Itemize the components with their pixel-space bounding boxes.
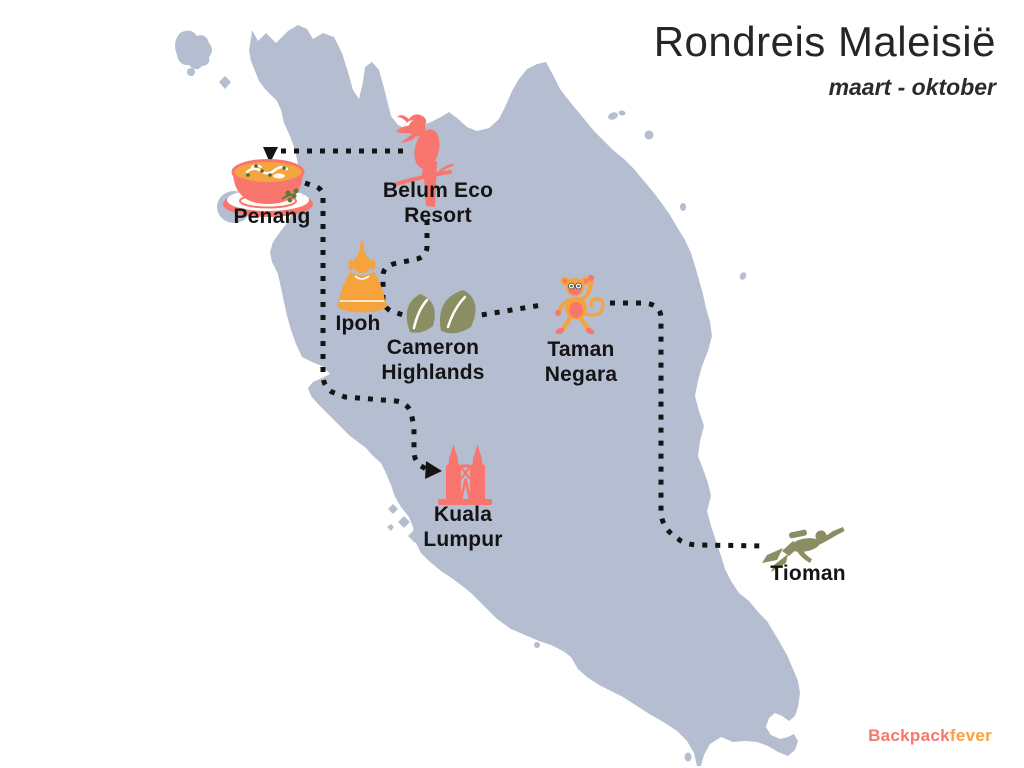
page-subtitle: maart - oktober: [828, 74, 996, 100]
label-cameron-highlands: Cameron Highlands: [381, 336, 485, 384]
monkey-icon: [555, 274, 605, 335]
title-block: Rondreis Maleisië maart - oktober: [654, 18, 996, 101]
label-belum-eco-resort: Belum Eco Resort: [382, 179, 494, 227]
label-kuala-lumpur: Kuala Lumpur: [423, 503, 503, 551]
arrow-to-penang: [263, 147, 278, 163]
buddha-icon: [337, 240, 387, 313]
herb-flakes: [246, 164, 286, 177]
label-ipoh: Ipoh: [335, 312, 381, 335]
brand-part2: fever: [949, 726, 992, 745]
brand-watermark: Backpackfever: [868, 726, 992, 746]
islet-south-tip: [684, 752, 692, 762]
route-arrows: [263, 147, 442, 479]
islet-south-west: [534, 642, 540, 648]
page-title: Rondreis Maleisië: [653, 18, 996, 65]
brand-part1: Backpack: [868, 726, 950, 745]
label-penang: Penang: [233, 205, 311, 228]
langkawi-islands: [175, 30, 231, 89]
route-taman-to-tioman: [610, 300, 767, 549]
laksa-bowl-icon: [223, 159, 313, 217]
route-penang-to-kl: [304, 180, 428, 472]
label-tioman: Tioman: [770, 562, 846, 585]
arrow-to-kl: [425, 461, 442, 479]
landmass-group: [175, 25, 800, 766]
hornbill-icon: [394, 114, 454, 207]
scuba-diver-icon: [762, 527, 845, 572]
cilantro-sprig: [281, 188, 299, 203]
east-coast-islets: [608, 110, 747, 280]
petronas-towers-icon: [438, 444, 492, 505]
route-group: [272, 148, 767, 549]
tea-leaves-icon: [406, 290, 476, 334]
klang-islets: [387, 504, 422, 543]
peninsular-malaysia-shape: [249, 25, 800, 766]
label-taman-negara: Taman Negara: [544, 338, 618, 386]
